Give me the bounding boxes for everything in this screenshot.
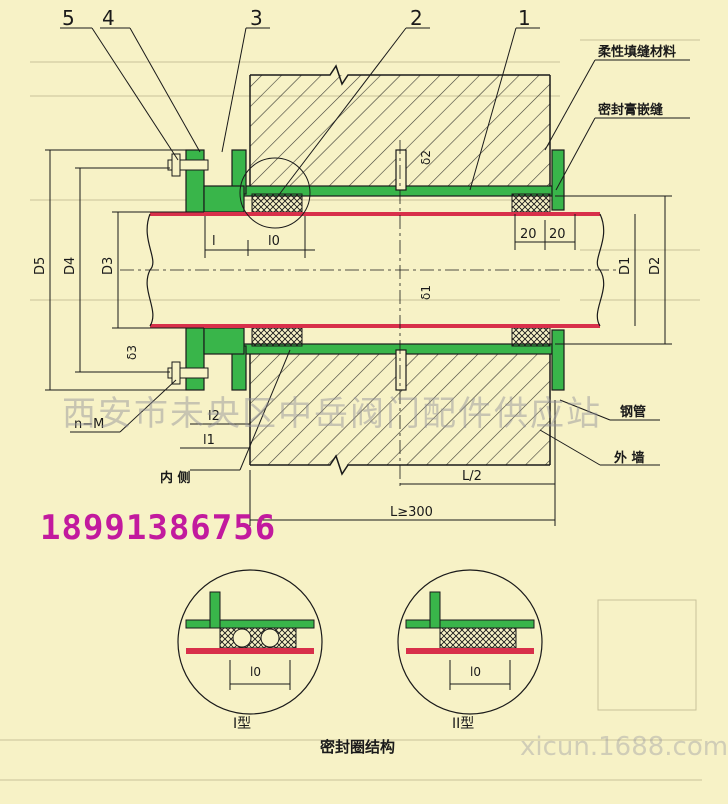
dim-D4: D4	[63, 257, 78, 275]
dim-l2: l2	[208, 409, 220, 424]
sealing-rings	[251, 193, 551, 347]
diagram-page: 5 4 3 2 1 柔性填缝材料 密封膏嵌缝 钢管 外 墙 内 侧 n−M D5…	[0, 6, 728, 781]
label-flexible-filler: 柔性填缝材料	[597, 44, 676, 60]
flexible-waterproof-sleeve-drawing: 5 4 3 2 1 柔性填缝材料 密封膏嵌缝 钢管 外 墙 内 侧 n−M D5…	[0, 6, 702, 781]
label-inner-side: 内 侧	[160, 470, 191, 486]
dim-delta2: δ2	[419, 150, 433, 165]
dim-20-a: 20	[520, 227, 537, 242]
detail-1-label: I型	[233, 716, 251, 732]
label-steel-pipe: 钢管	[620, 404, 646, 420]
callout-leaders	[60, 27, 690, 471]
dim-D3: D3	[101, 257, 116, 275]
dim-D5: D5	[33, 257, 48, 275]
detail-2-label: II型	[452, 716, 474, 732]
callout-3: 3	[250, 6, 263, 30]
callout-2: 2	[410, 6, 423, 30]
dim-D1: D1	[618, 257, 633, 275]
detail-2-l0: l0	[470, 665, 481, 679]
dim-total-l: L≥300	[390, 505, 433, 520]
dim-D2: D2	[648, 257, 663, 275]
steel-pipe	[120, 212, 620, 328]
company-watermark: 西安市未央区中岳阀门配件供应站	[62, 394, 602, 434]
detail-circle	[239, 157, 311, 229]
dim-l0: l0	[268, 234, 280, 249]
dim-l: l	[212, 234, 216, 249]
dim-l1: l1	[203, 433, 215, 448]
label-bolts: n−M	[74, 417, 104, 432]
dim-half-l: L/2	[462, 469, 482, 484]
callout-1: 1	[518, 6, 531, 30]
left-dimension-lines	[45, 149, 672, 526]
callout-5: 5	[62, 6, 75, 30]
dim-delta3: δ3	[125, 345, 139, 360]
detail-type-2	[397, 569, 543, 715]
label-outer-wall: 外 墙	[613, 450, 645, 466]
callout-4: 4	[102, 6, 115, 30]
detail-type-1	[177, 569, 323, 715]
detail-1-l0: l0	[250, 665, 261, 679]
dim-delta1: δ1	[419, 285, 433, 300]
phone-number: 18991386756	[40, 508, 277, 548]
label-sealant-joint: 密封膏嵌缝	[597, 102, 663, 118]
detail-caption: 密封圈结构	[320, 738, 395, 756]
dim-20-b: 20	[549, 227, 566, 242]
site-watermark: xicun.1688.com	[520, 732, 728, 762]
